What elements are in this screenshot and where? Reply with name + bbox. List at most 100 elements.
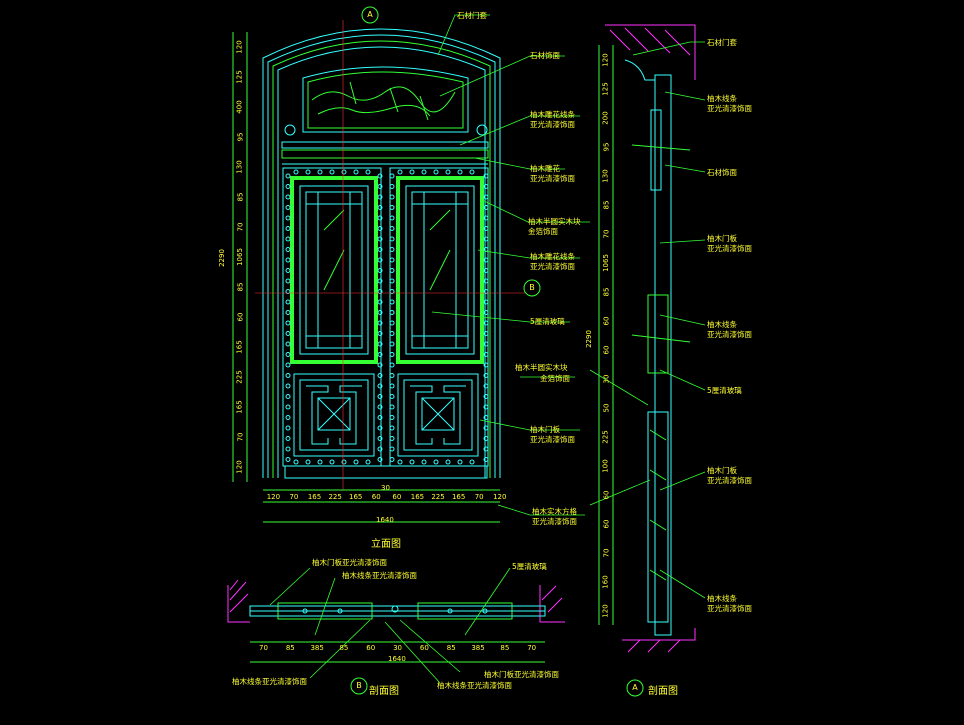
stud-dot (377, 352, 383, 357)
elevation-width-dim: 60 (392, 493, 402, 501)
elevation-height-dim: 85 (236, 282, 245, 292)
stud-dot (377, 289, 383, 294)
section-a-height-dim: 30 (602, 374, 611, 383)
stud-dot (483, 257, 489, 263)
section-a-height-dim: 120 (602, 603, 611, 618)
stud-dot (397, 169, 403, 175)
stud-dot (377, 415, 383, 420)
section-a-height-dim: 95 (602, 142, 611, 151)
section-b-width-dim: 385 (310, 644, 324, 652)
stud-dot (353, 169, 359, 175)
stud-dot (469, 459, 475, 465)
label-b-moulding-bottom: 柚木线条亚光清漆饰面 (437, 681, 512, 690)
section-a-height-dim: 60 (602, 345, 611, 354)
elevation-width-dim: 225 (431, 493, 445, 501)
stud-dot (353, 459, 359, 465)
stud-dot (377, 278, 383, 284)
title-section-b: 剖面图 (369, 686, 399, 697)
stud-dot (285, 436, 291, 441)
stud-dot (285, 236, 291, 242)
stud-dot (389, 404, 395, 410)
section-a-height-dim: 120 (602, 52, 611, 67)
stud-dot (389, 373, 395, 378)
stud-dot (389, 320, 395, 326)
stud-dot (285, 173, 291, 179)
stud-dot (341, 169, 347, 175)
section-b-width-dim: 85 (500, 644, 510, 652)
stud-dot (365, 459, 371, 465)
stud-dots (285, 169, 489, 465)
stud-dot (305, 169, 311, 175)
stud-dot (389, 289, 395, 294)
stud-dot (293, 169, 299, 175)
stud-dot (317, 169, 323, 175)
stud-dot (377, 173, 383, 179)
stud-dot (377, 457, 383, 462)
label-b-moulding: 柚木线条亚光清漆饰面 (342, 571, 417, 580)
stud-dot (389, 226, 395, 231)
elevation-height-dim: 85 (236, 192, 245, 202)
elevation-height-dim: 1065 (236, 248, 245, 266)
stud-dot (483, 184, 489, 189)
label-a-door-panel-2-finish: 亚光清漆饰面 (707, 476, 752, 485)
stud-dot (389, 257, 395, 263)
section-a-height-dim: 1065 (602, 253, 611, 272)
stud-dot (285, 194, 291, 200)
label-b-door-panel: 柚木门板亚光清漆饰面 (312, 558, 387, 567)
elevation-total-height: 2290 (217, 249, 226, 267)
stud-dot (389, 173, 395, 179)
elevation-height-dim: 70 (236, 222, 245, 232)
label-stone-casing: 石材门套 (457, 11, 487, 20)
elevation-total-width: 1640 (376, 516, 394, 524)
stud-dot (285, 257, 291, 263)
stud-dot (285, 289, 291, 294)
stud-dot (433, 459, 439, 465)
section-marker-b-bottom: B (356, 681, 362, 690)
elevation-height-dim: 95 (236, 132, 245, 142)
stud-dot (483, 289, 489, 294)
stud-dot (285, 268, 291, 273)
stud-dot (483, 394, 489, 399)
label-carved-moulding-2-finish: 亚光清漆饰面 (530, 262, 575, 271)
section-a-height-dim: 200 (602, 110, 611, 125)
stud-dot (317, 459, 323, 465)
stud-dot (377, 215, 383, 221)
stud-dot (483, 194, 489, 200)
elevation-height-dim: 120 (236, 40, 245, 54)
label-half-round-block-2: 柚木半圆实木块 (515, 363, 568, 372)
elevation-width-dim: 70 (289, 493, 299, 501)
stud-dot (377, 446, 383, 452)
elevation-width-dim: 165 (451, 493, 466, 501)
stud-dot (389, 362, 395, 368)
elevation-width-dim: 165 (307, 493, 322, 501)
section-b-width-dim: 85 (446, 644, 456, 652)
stud-dot (409, 459, 415, 465)
stud-dot (377, 205, 383, 210)
elevation-center-dim: 30 (381, 484, 390, 492)
section-a-height-dim: 60 (602, 490, 611, 499)
stud-dot (377, 247, 383, 252)
section-a-height-dim: 125 (602, 81, 611, 96)
stud-dot (341, 459, 347, 465)
stud-dot (389, 383, 395, 389)
section-marker-a-bottom: A (632, 683, 638, 692)
stud-dot (483, 173, 489, 179)
stud-dot (305, 459, 311, 465)
stud-dot (483, 436, 489, 441)
stud-dot (389, 194, 395, 200)
section-a-height-dim: 160 (602, 574, 611, 589)
stud-dot (285, 457, 291, 462)
stud-dot (483, 383, 489, 389)
section-b-width-dim: 70 (527, 644, 537, 652)
stud-dot (377, 236, 383, 242)
stud-dot (285, 446, 291, 452)
stud-dot (377, 257, 383, 263)
section-a-height-dim: 85 (602, 200, 611, 209)
stud-dot (421, 459, 427, 465)
elevation-height-dim: 165 (236, 340, 245, 354)
stud-dot (285, 226, 291, 231)
label-door-panel-finish: 亚光清漆饰面 (530, 435, 575, 444)
label-half-round-block-2-finish: 金箔饰面 (540, 374, 570, 383)
stud-dot (389, 425, 395, 431)
